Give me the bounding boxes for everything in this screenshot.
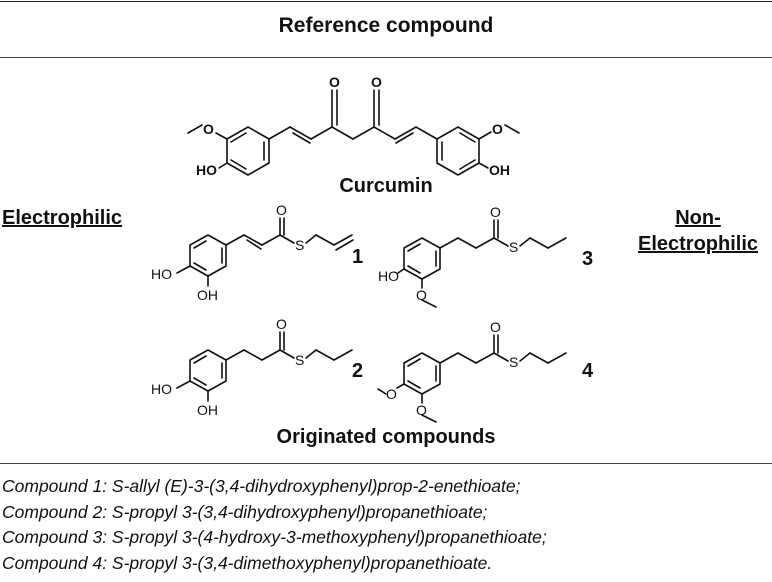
compound-3-number: 3 [582, 248, 593, 270]
compound-1-ho: HO [151, 266, 172, 282]
compound-4-s: S [509, 354, 518, 370]
curcumin-oh-right: OH [489, 162, 510, 178]
compound-3-structure: O S HO O 3 [378, 204, 593, 308]
top-rule [0, 1, 772, 2]
curcumin-oh-left: HO [196, 162, 217, 178]
curcumin-o-label-2: O [371, 74, 382, 90]
non-electrophilic-line1: Non- [675, 207, 721, 229]
curcumin-caption: Curcumin [339, 175, 433, 197]
compound-3-ome: O [416, 287, 427, 303]
compound-3-o: O [490, 204, 501, 220]
curcumin-o-label: O [329, 74, 340, 90]
compound-4-structure: O S O O 4 [377, 319, 594, 423]
note-compound-2: Compound 2: S-propyl 3-(3,4-dihydroxyphe… [2, 501, 488, 522]
electrophilic-label: Electrophilic [2, 207, 123, 229]
curcumin-structure: O O O O HO OH [187, 74, 520, 178]
compound-4-ome-4: O [386, 386, 397, 402]
compound-4-o: O [490, 319, 501, 335]
note-compound-1: Compound 1: S-allyl (E)-3-(3,4-dihydroxy… [2, 476, 521, 496]
title-rule [0, 57, 772, 58]
compound-2-oh: OH [197, 402, 218, 418]
compound-notes: Compound 1: S-allyl (E)-3-(3,4-dihydroxy… [2, 474, 547, 576]
compound-1-structure: O S HO OH 1 [151, 202, 363, 303]
compound-2-ho: HO [151, 381, 172, 397]
originated-caption: Originated compounds [276, 426, 496, 448]
notes-rule [0, 463, 772, 464]
compound-1-s: S [295, 237, 304, 253]
compound-3-s: S [509, 239, 518, 255]
compound-1-oh: OH [197, 287, 218, 303]
curcumin-ome-right: O [492, 121, 503, 137]
note-compound-3: Compound 3: S-propyl 3-(4-hydroxy-3-meth… [2, 527, 547, 547]
note-compound-4: Compound 4: S-propyl 3-(3,4-dimethoxyphe… [2, 552, 493, 573]
compound-2-number: 2 [352, 360, 363, 382]
non-electrophilic-line2: Electrophilic [637, 233, 759, 255]
compound-2-o: O [276, 316, 287, 332]
compound-2-s: S [295, 352, 304, 368]
non-electrophilic-label: Non- Electrophilic [628, 205, 768, 257]
compound-3-ho: HO [378, 268, 399, 284]
section-title: Reference compound [278, 14, 494, 37]
compound-4-ome-3: O [416, 402, 427, 418]
curcumin-ome-left: O [203, 121, 214, 137]
compound-4-number: 4 [582, 360, 594, 382]
compound-2-structure: O S HO OH 2 [151, 316, 363, 418]
compound-1-o: O [276, 202, 287, 218]
compound-1-number: 1 [352, 246, 363, 268]
